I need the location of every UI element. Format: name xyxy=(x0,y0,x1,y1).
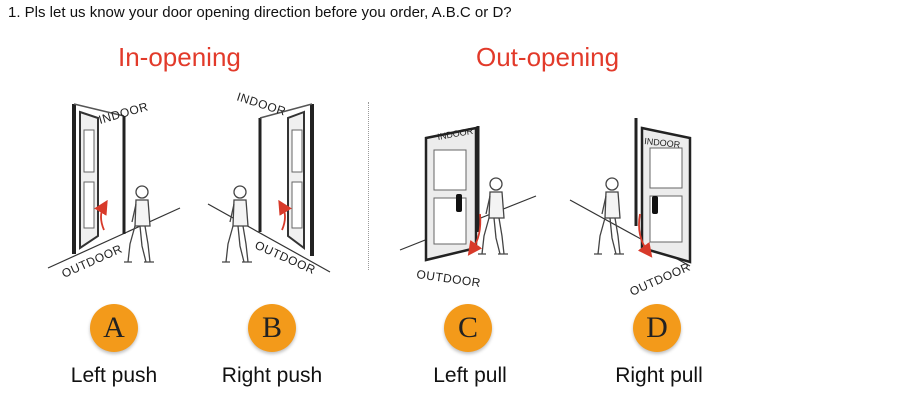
label-indoor: INDOOR xyxy=(235,90,288,119)
option-d-caption: Right pull xyxy=(615,364,703,387)
door-diagrams: INDOOR OUTDOOR INDOOR OUTDOOR INDOOR OUT… xyxy=(47,90,693,299)
option-a-badge: A xyxy=(90,304,138,352)
question-text: 1. Pls let us know your door opening dir… xyxy=(8,4,512,21)
label-outdoor: OUTDOOR xyxy=(628,260,693,299)
out-opening-heading: Out-opening xyxy=(476,42,620,72)
label-indoor: INDOOR xyxy=(644,136,681,150)
diagram-a-left-push: INDOOR OUTDOOR xyxy=(47,99,181,281)
option-d-badge: D xyxy=(633,304,681,352)
label-outdoor: OUTDOOR xyxy=(253,238,318,277)
diagram-d-right-pull: INDOOR OUTDOOR xyxy=(569,118,693,299)
label-outdoor: OUTDOOR xyxy=(416,267,482,290)
option-c-caption: Left pull xyxy=(433,364,507,387)
option-a-caption: Left push xyxy=(70,364,158,387)
option-b-badge: B xyxy=(248,304,296,352)
section-divider xyxy=(368,102,369,270)
option-c-badge: C xyxy=(444,304,492,352)
diagram-c-left-pull: INDOOR OUTDOOR xyxy=(399,126,537,290)
option-b-caption: Right push xyxy=(221,364,323,387)
diagram-b-right-push: INDOOR OUTDOOR xyxy=(207,90,331,277)
in-opening-heading: In-opening xyxy=(118,42,241,72)
